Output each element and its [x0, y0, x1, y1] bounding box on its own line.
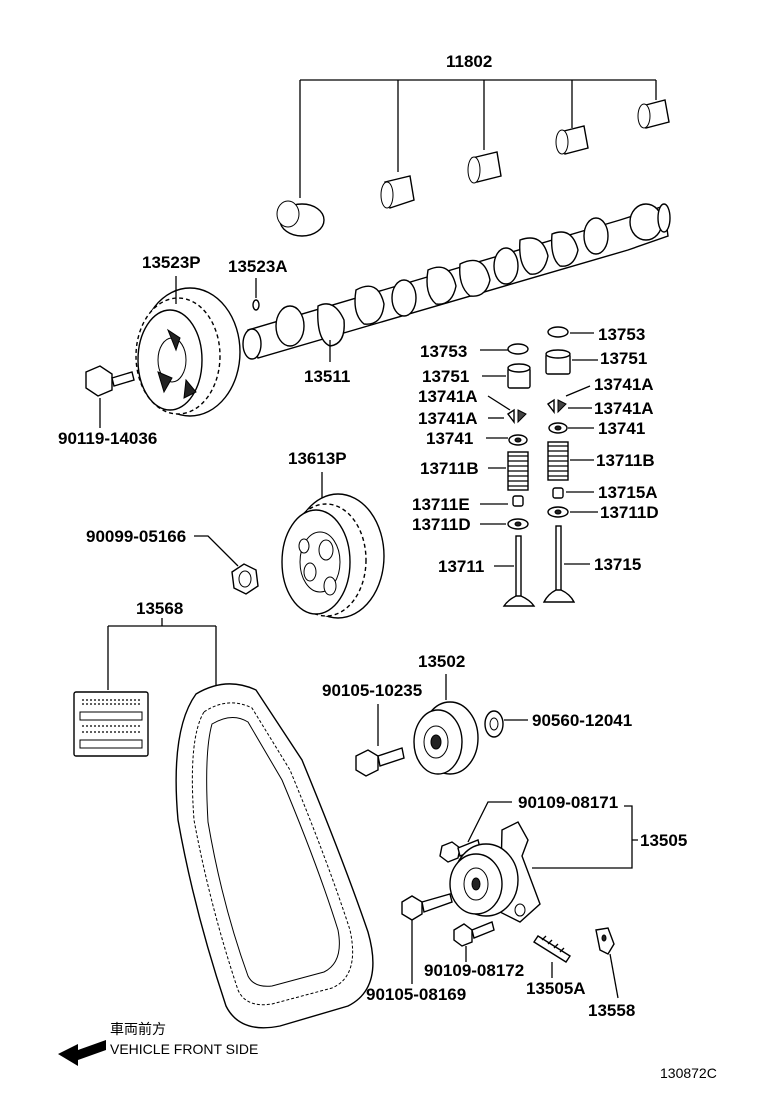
- label-13523A[interactable]: 13523A: [228, 257, 288, 276]
- valve-spring-left[interactable]: [507, 451, 529, 491]
- tensioner-bolt-c[interactable]: [401, 893, 453, 921]
- idler-pulley-group: 13502 90105-10235 90560-12041: [322, 652, 632, 777]
- exhaust-valve[interactable]: [542, 525, 576, 603]
- label-13753-left[interactable]: 13753: [420, 342, 467, 361]
- tensioner-spring[interactable]: [533, 935, 571, 963]
- label-13711D-left[interactable]: 13711D: [412, 515, 471, 534]
- tensioner-bolt-a-leader: [467, 801, 512, 843]
- stem-seal-right[interactable]: [552, 487, 564, 499]
- belt-leader-lines: [107, 618, 217, 690]
- lifter-right[interactable]: [545, 349, 571, 375]
- label-13523P[interactable]: 13523P: [142, 253, 201, 272]
- pulley-nut[interactable]: 90099-05166: [86, 527, 259, 595]
- valve-spring-right[interactable]: [547, 441, 569, 481]
- shim-right[interactable]: [547, 326, 569, 338]
- retainer-right[interactable]: [548, 422, 568, 434]
- spring-seat-right[interactable]: [547, 506, 569, 518]
- timing-belt[interactable]: [175, 683, 374, 1029]
- label-13711B-right[interactable]: 13711B: [596, 451, 655, 470]
- bearing-set-group: 11802: [276, 52, 670, 237]
- shim-left[interactable]: [507, 343, 529, 355]
- retainer-left[interactable]: [508, 434, 528, 446]
- label-11802[interactable]: 11802: [446, 52, 492, 71]
- tensioner-group: 90109-08171 13505 90105-08169 90109-0817…: [366, 793, 687, 1020]
- tensioner-bracket[interactable]: [595, 927, 615, 955]
- vehicle-front-indicator: 車両前方 VEHICLE FRONT SIDE: [58, 1021, 258, 1066]
- label-13511[interactable]: 13511: [304, 367, 350, 386]
- label-13505[interactable]: 13505: [640, 831, 687, 850]
- tensioner-assembly[interactable]: [449, 821, 541, 923]
- front-arrow-icon: [58, 1040, 106, 1066]
- label-90109-08172[interactable]: 90109-08172: [424, 961, 524, 980]
- belt-pack[interactable]: [73, 691, 149, 757]
- idler-bolt[interactable]: [355, 747, 405, 777]
- label-90105-08169[interactable]: 90105-08169: [366, 985, 466, 1004]
- bearing-4[interactable]: [555, 125, 589, 155]
- stem-seal-left[interactable]: [512, 495, 524, 507]
- label-13753-right[interactable]: 13753: [598, 325, 645, 344]
- bearing-2[interactable]: [380, 175, 415, 209]
- label-13711E[interactable]: 13711E: [412, 495, 470, 514]
- camshaft-pulley-2[interactable]: 13613P: [281, 449, 385, 619]
- label-13558[interactable]: 13558: [588, 1001, 635, 1020]
- label-90119-14036[interactable]: 90119-14036: [58, 429, 157, 448]
- bearing-leader-lines: [299, 79, 657, 198]
- direction-jp-label: 車両前方: [110, 1021, 166, 1037]
- direction-en-label: VEHICLE FRONT SIDE: [110, 1041, 258, 1057]
- tensioner-bolt-b[interactable]: [453, 921, 495, 947]
- label-13741A-left-2[interactable]: 13741A: [418, 409, 478, 428]
- label-13715[interactable]: 13715: [594, 555, 641, 574]
- sprocket-bolt[interactable]: 90119-14036: [58, 365, 157, 448]
- intake-valve[interactable]: [502, 535, 536, 607]
- idler-pulley[interactable]: [413, 701, 479, 775]
- label-13715A[interactable]: 13715A: [598, 483, 658, 502]
- valve-locks-right[interactable]: [546, 398, 567, 415]
- label-13711[interactable]: 13711: [438, 557, 484, 576]
- valve-train-left: 13753 13751 13741A 13741A 13741 13711B 1: [412, 342, 536, 607]
- label-13741A-left-1[interactable]: 13741A: [418, 387, 478, 406]
- knock-pin[interactable]: 13523A: [228, 257, 288, 311]
- bearing-3[interactable]: [467, 151, 502, 184]
- camshaft-sprocket-1[interactable]: 13523P: [135, 253, 241, 417]
- label-13741A-right-2[interactable]: 13741A: [594, 399, 654, 418]
- label-13711D-right[interactable]: 13711D: [600, 503, 659, 522]
- diagram-code: 130872C: [660, 1065, 717, 1081]
- lock-right-1-leader: [565, 385, 591, 397]
- label-13505A[interactable]: 13505A: [526, 979, 586, 998]
- label-13741-right[interactable]: 13741: [598, 419, 645, 438]
- lifter-left[interactable]: [507, 363, 531, 389]
- label-90105-10235[interactable]: 90105-10235: [322, 681, 422, 700]
- idler-washer[interactable]: [484, 710, 504, 738]
- spring-seat-left[interactable]: [507, 518, 529, 530]
- label-13502[interactable]: 13502: [418, 652, 465, 671]
- label-90099-05166[interactable]: 90099-05166: [86, 527, 186, 546]
- tensioner-assy-leader: [532, 805, 638, 869]
- label-13751-right[interactable]: 13751: [600, 349, 647, 368]
- label-13568[interactable]: 13568: [136, 599, 183, 618]
- camshaft[interactable]: 13511: [242, 203, 671, 386]
- valve-locks-left[interactable]: [506, 408, 527, 425]
- tensioner-bracket-leader: [609, 953, 619, 999]
- bearing-1[interactable]: [276, 200, 325, 237]
- timing-belt-group: 13568: [73, 599, 374, 1029]
- valve-train-right: 13753 13751 13741A 13741A 13741 13711B: [542, 325, 659, 603]
- label-90560-12041[interactable]: 90560-12041: [532, 711, 632, 730]
- label-13751-left[interactable]: 13751: [422, 367, 469, 386]
- label-13741-left[interactable]: 13741: [426, 429, 473, 448]
- label-13613P[interactable]: 13613P: [288, 449, 347, 468]
- lock-left-1-leader: [487, 395, 511, 411]
- bearing-5[interactable]: [637, 99, 670, 129]
- label-13711B-left[interactable]: 13711B: [420, 459, 479, 478]
- nut-leader: [194, 535, 239, 567]
- label-13741A-right-1[interactable]: 13741A: [594, 375, 654, 394]
- label-90109-08171[interactable]: 90109-08171: [518, 793, 618, 812]
